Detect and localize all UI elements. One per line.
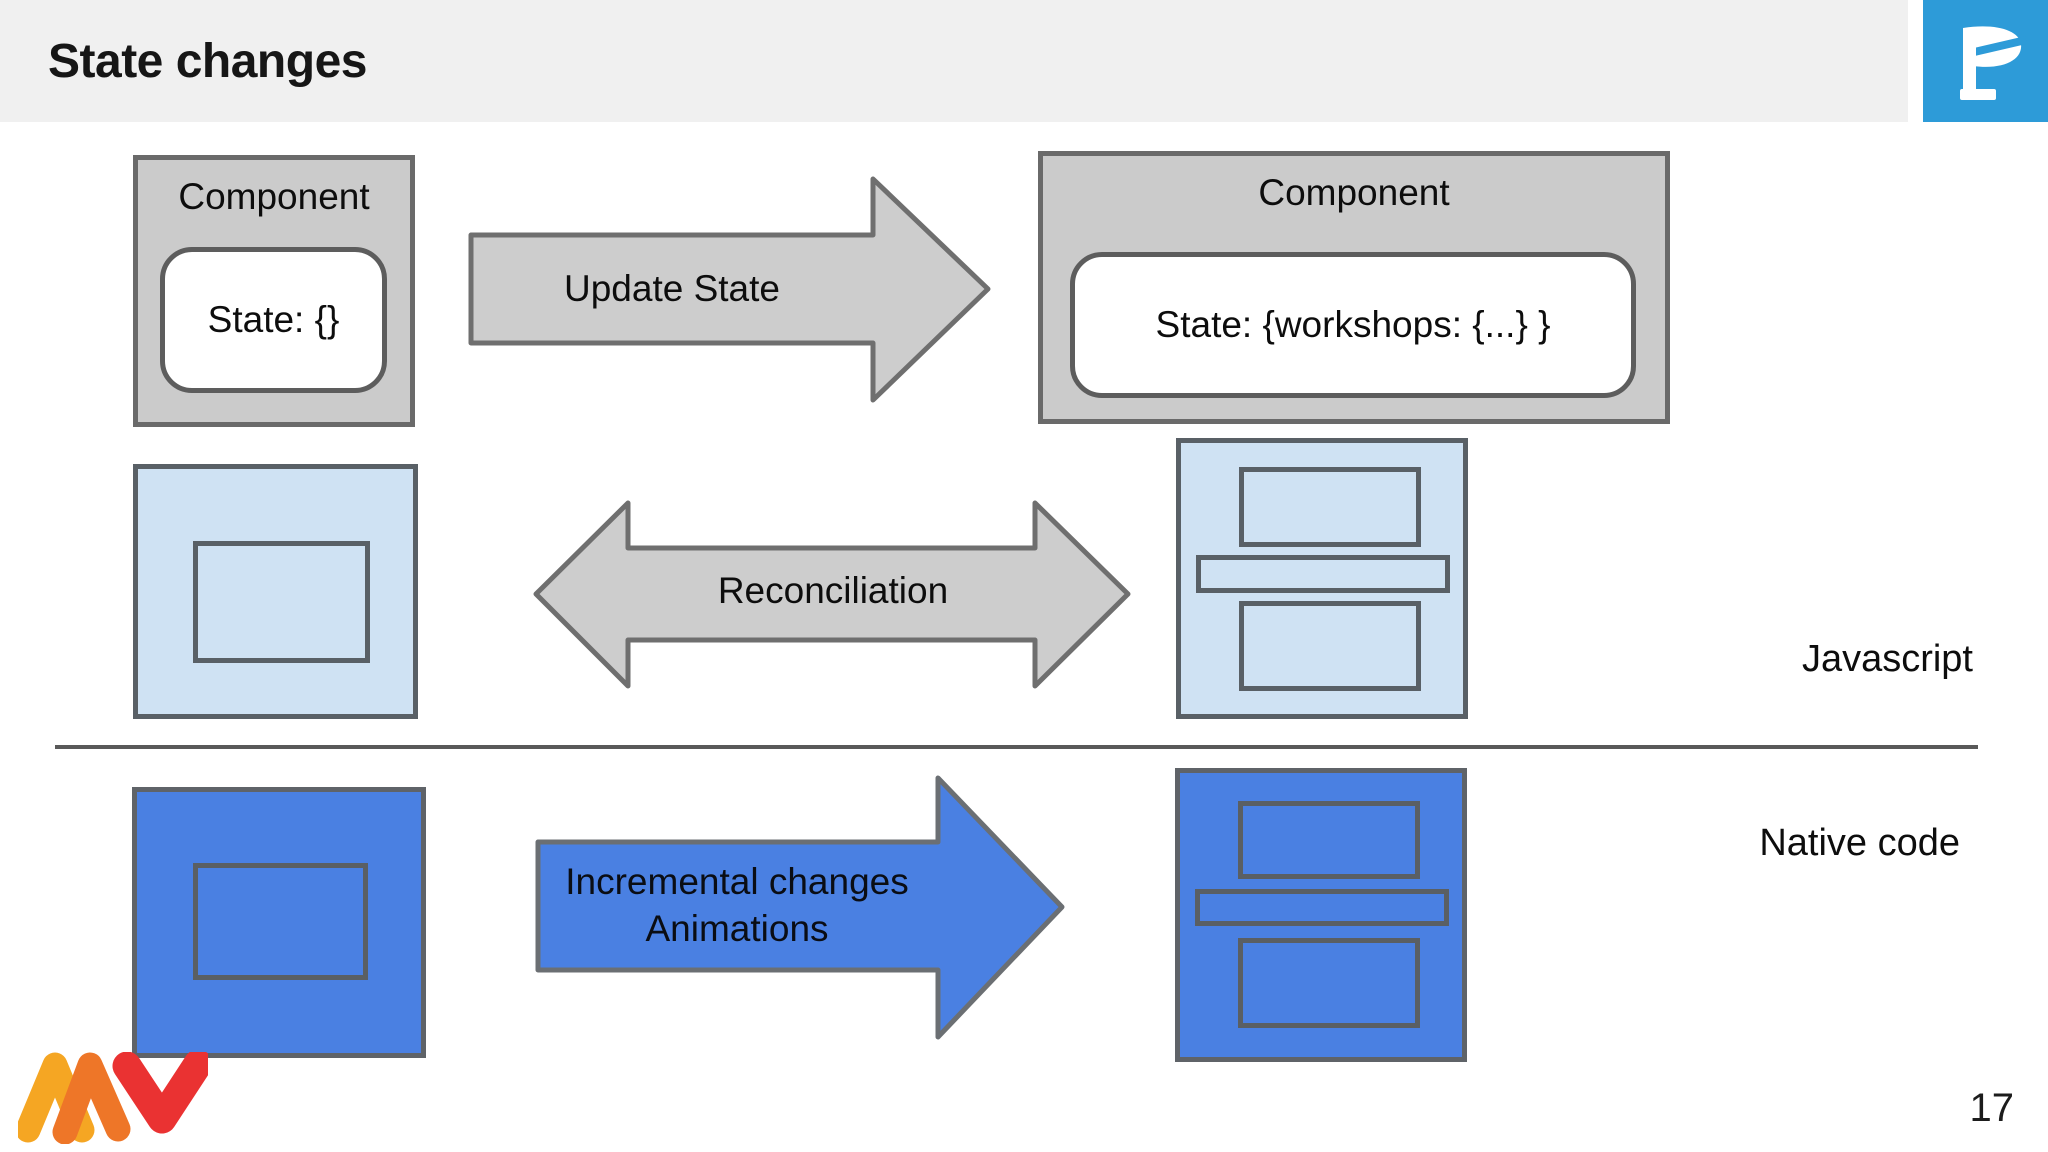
right-arrow-icon bbox=[468, 176, 991, 403]
animations-text: Animations bbox=[645, 908, 829, 949]
incremental-changes-arrow-label: Incremental changes Animations bbox=[537, 842, 937, 970]
blue-right-arrow-icon bbox=[535, 775, 1065, 1040]
p-logo-icon bbox=[1956, 26, 2027, 100]
state-text: State: {workshops: {...} } bbox=[1155, 304, 1551, 345]
footer-logo-icon bbox=[18, 1052, 208, 1144]
native-code-layer-label: Native code bbox=[1720, 822, 1960, 865]
brand-logo bbox=[1923, 0, 2048, 122]
vdom-node-bar bbox=[1196, 555, 1450, 593]
vdom-node-rect bbox=[193, 541, 370, 663]
page-number: 17 bbox=[1969, 1086, 2015, 1130]
vdom-node-rect-top bbox=[1239, 467, 1421, 547]
page-title: State changes bbox=[48, 34, 367, 88]
component-box-right: Component State: {workshops: {...} } bbox=[1038, 151, 1670, 424]
reconciliation-text: Reconciliation bbox=[717, 570, 949, 611]
native-node-bar bbox=[1195, 889, 1449, 926]
update-state-text: Update State bbox=[564, 268, 780, 309]
native-tree-box-right bbox=[1175, 768, 1467, 1062]
native-node-rect-bottom bbox=[1238, 938, 1420, 1028]
js-tree-box-left bbox=[133, 464, 418, 719]
state-text: State: {} bbox=[207, 299, 340, 340]
javascript-text: Javascript bbox=[1801, 638, 1973, 680]
double-arrow-icon bbox=[533, 500, 1131, 689]
component-title: Component bbox=[1258, 172, 1450, 213]
state-box-workshops: State: {workshops: {...} } bbox=[1070, 252, 1636, 398]
update-state-arrow bbox=[468, 175, 993, 407]
component-title: Component bbox=[178, 176, 370, 217]
js-native-divider bbox=[55, 745, 1978, 749]
state-box-empty: State: {} bbox=[160, 247, 387, 393]
incremental-changes-text: Incremental changes bbox=[565, 861, 909, 903]
javascript-layer-label: Javascript bbox=[1738, 638, 1973, 681]
native-node-rect bbox=[193, 863, 368, 980]
update-state-arrow-label: Update State bbox=[471, 235, 873, 343]
reconciliation-arrow-label: Reconciliation bbox=[628, 546, 1038, 636]
component-box-left: Component State: {} bbox=[133, 155, 415, 427]
native-code-text: Native code bbox=[1759, 822, 1960, 864]
native-node-rect-top bbox=[1238, 801, 1420, 879]
js-tree-box-right bbox=[1176, 438, 1468, 719]
header-bar bbox=[0, 0, 1908, 122]
reconciliation-arrow bbox=[532, 498, 1132, 690]
vdom-node-rect-bottom bbox=[1239, 601, 1421, 691]
incremental-changes-arrow bbox=[535, 775, 1065, 1041]
native-tree-box-left bbox=[132, 787, 426, 1058]
